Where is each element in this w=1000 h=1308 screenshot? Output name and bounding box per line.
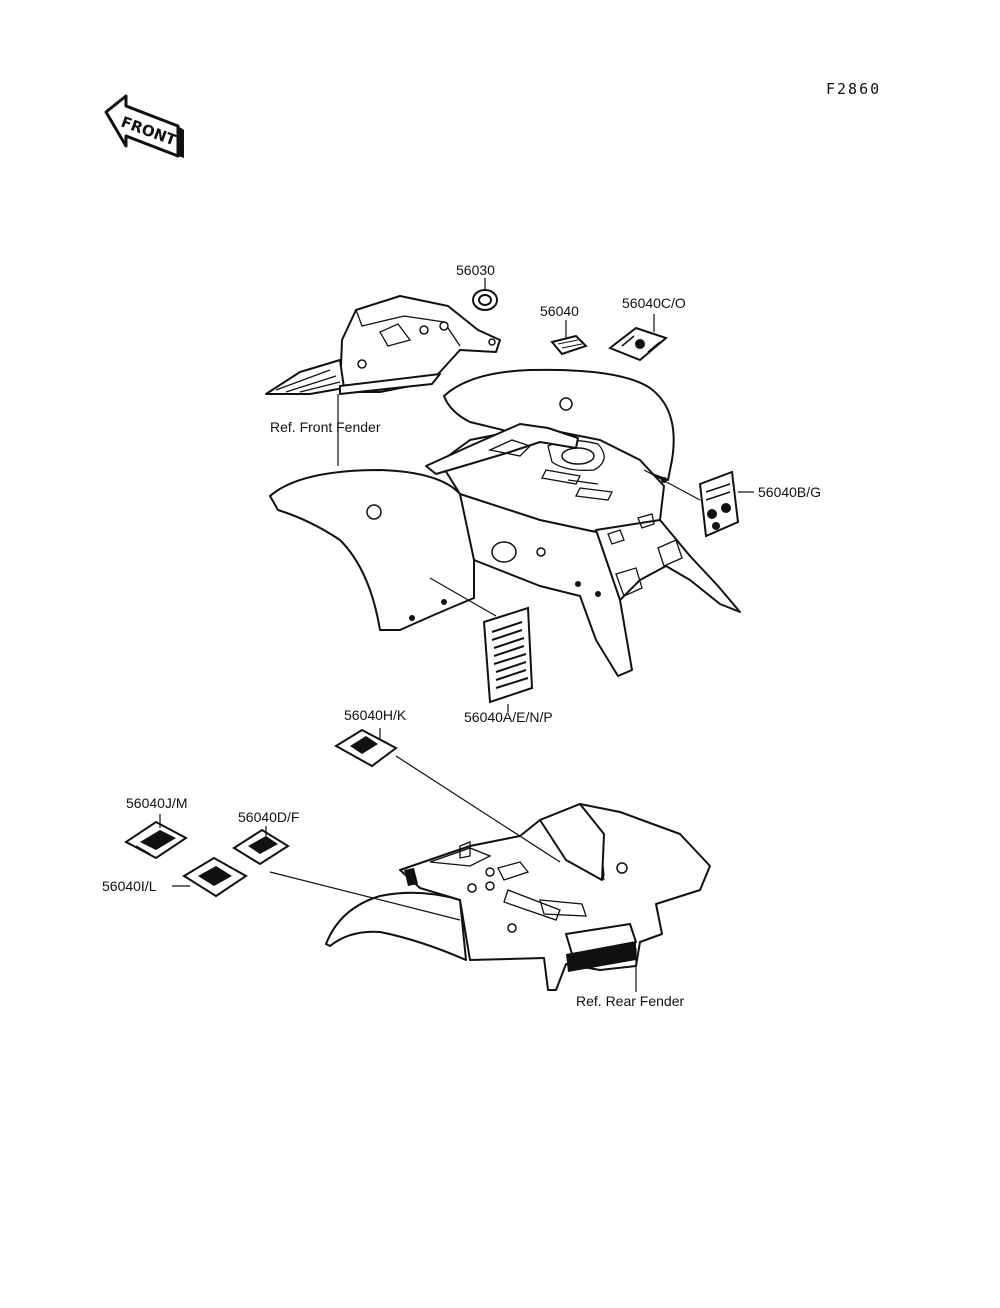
part-56040df-decal (232, 826, 461, 921)
part-56040il-decal (172, 856, 248, 898)
front-carrier (265, 295, 501, 395)
front-arrow-icon: FRONT (104, 94, 184, 158)
label-56040: 56040 (540, 303, 579, 319)
part-56040hk-decal (334, 728, 561, 863)
front-fender-drawing (265, 295, 741, 677)
rear-fender-drawing (325, 803, 711, 992)
figure-code: F2860 (826, 80, 881, 98)
part-56040-decal (550, 320, 588, 356)
label-56040aenp: 56040A/E/N/P (464, 709, 553, 725)
label-56040hk: 56040H/K (344, 707, 407, 723)
label-56040il: 56040I/L (102, 878, 157, 894)
part-56030-grommet (472, 278, 498, 311)
label-56040df: 56040D/F (238, 809, 299, 825)
front-fender-body (269, 368, 741, 677)
part-56040bg-decal (643, 469, 754, 538)
ref-rear-fender: Ref. Rear Fender (576, 993, 684, 1009)
label-56030: 56030 (456, 262, 495, 278)
label-56040jm: 56040J/M (126, 795, 187, 811)
part-56040aenp-decal (429, 577, 534, 712)
label-56040bg: 56040B/G (758, 484, 821, 500)
part-56040co-decal (607, 314, 669, 362)
label-56040co: 56040C/O (622, 295, 686, 311)
ref-front-fender: Ref. Front Fender (270, 419, 381, 435)
part-56040jm-decal (124, 814, 188, 860)
